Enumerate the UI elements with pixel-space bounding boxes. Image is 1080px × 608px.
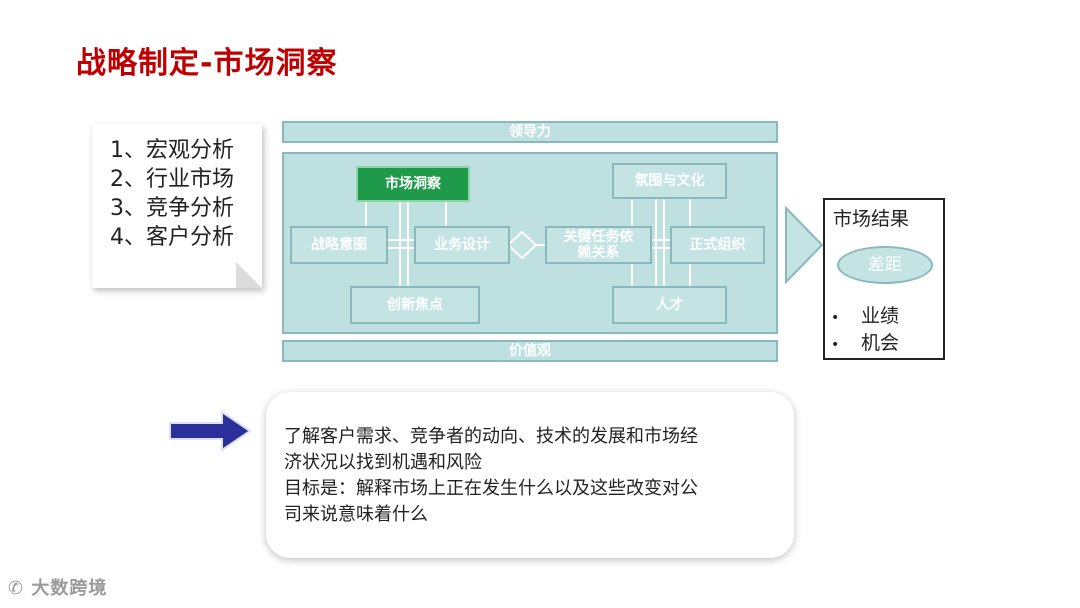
blue-arrow-icon (169, 410, 252, 452)
analysis-item-industry: 2、行业市场 (110, 167, 234, 192)
link-diamond-icon (506, 230, 538, 260)
result-arrow-icon (785, 206, 824, 284)
leadership-bar: 领导力 (282, 121, 778, 143)
gap-ellipse: 差距 (837, 246, 933, 284)
description-line-3: 目标是：解释市场上正在发生什么以及这些改变对公 (284, 478, 698, 499)
bullet-item-opportunity: •机会 (831, 331, 899, 358)
note-fold-shadow (236, 262, 262, 288)
box-climate-culture: 氛围与文化 (612, 163, 727, 199)
analysis-list: 1、宏观分析 2、行业市场 3、竞争分析 4、客户分析 (110, 136, 234, 252)
watermark-text: 大数跨境 (31, 578, 108, 599)
description-text: 了解客户需求、竞争者的动向、技术的发展和市场经 济状况以找到机遇和风险 目标是：… (284, 424, 784, 528)
page-title: 战略制定-市场洞察 (76, 46, 338, 81)
analysis-item-macro: 1、宏观分析 (110, 138, 234, 163)
description-card: 了解客户需求、竞争者的动向、技术的发展和市场经 济状况以找到机遇和风险 目标是：… (266, 392, 794, 558)
watermark-logo: ✆ 大数跨境 (8, 574, 107, 600)
bullet-icon: • (831, 337, 840, 353)
box-business-design: 业务设计 (414, 226, 510, 264)
key-tasks-line1: 关键任务依 (563, 229, 634, 245)
bullet-item-performance: •业绩 (831, 304, 899, 331)
market-result-box: 市场结果 差距 •业绩 •机会 (823, 198, 945, 360)
box-formal-org: 正式组织 (670, 226, 765, 264)
watermark-icon: ✆ (8, 578, 25, 599)
box-market-insight: 市场洞察 (356, 166, 470, 202)
description-line-2: 济状况以找到机遇和风险 (284, 452, 482, 473)
values-bar: 价值观 (282, 340, 778, 362)
bullet-icon: • (831, 310, 840, 326)
box-strategic-intent: 战略意图 (290, 226, 388, 264)
box-innovation-focus: 创新焦点 (350, 286, 480, 324)
analysis-note-card: 1、宏观分析 2、行业市场 3、竞争分析 4、客户分析 (92, 124, 262, 288)
box-talent: 人才 (612, 286, 727, 324)
result-bullets: •业绩 •机会 (831, 304, 899, 358)
market-result-title: 市场结果 (833, 208, 910, 230)
description-line-4: 司来说意味着什么 (284, 504, 428, 525)
key-tasks-line2: 赖关系 (577, 245, 620, 261)
analysis-item-customer: 4、客户分析 (110, 225, 234, 250)
analysis-item-competition: 3、竞争分析 (110, 196, 234, 221)
box-key-tasks: 关键任务依 赖关系 (545, 226, 652, 264)
description-line-1: 了解客户需求、竞争者的动向、技术的发展和市场经 (284, 426, 698, 447)
